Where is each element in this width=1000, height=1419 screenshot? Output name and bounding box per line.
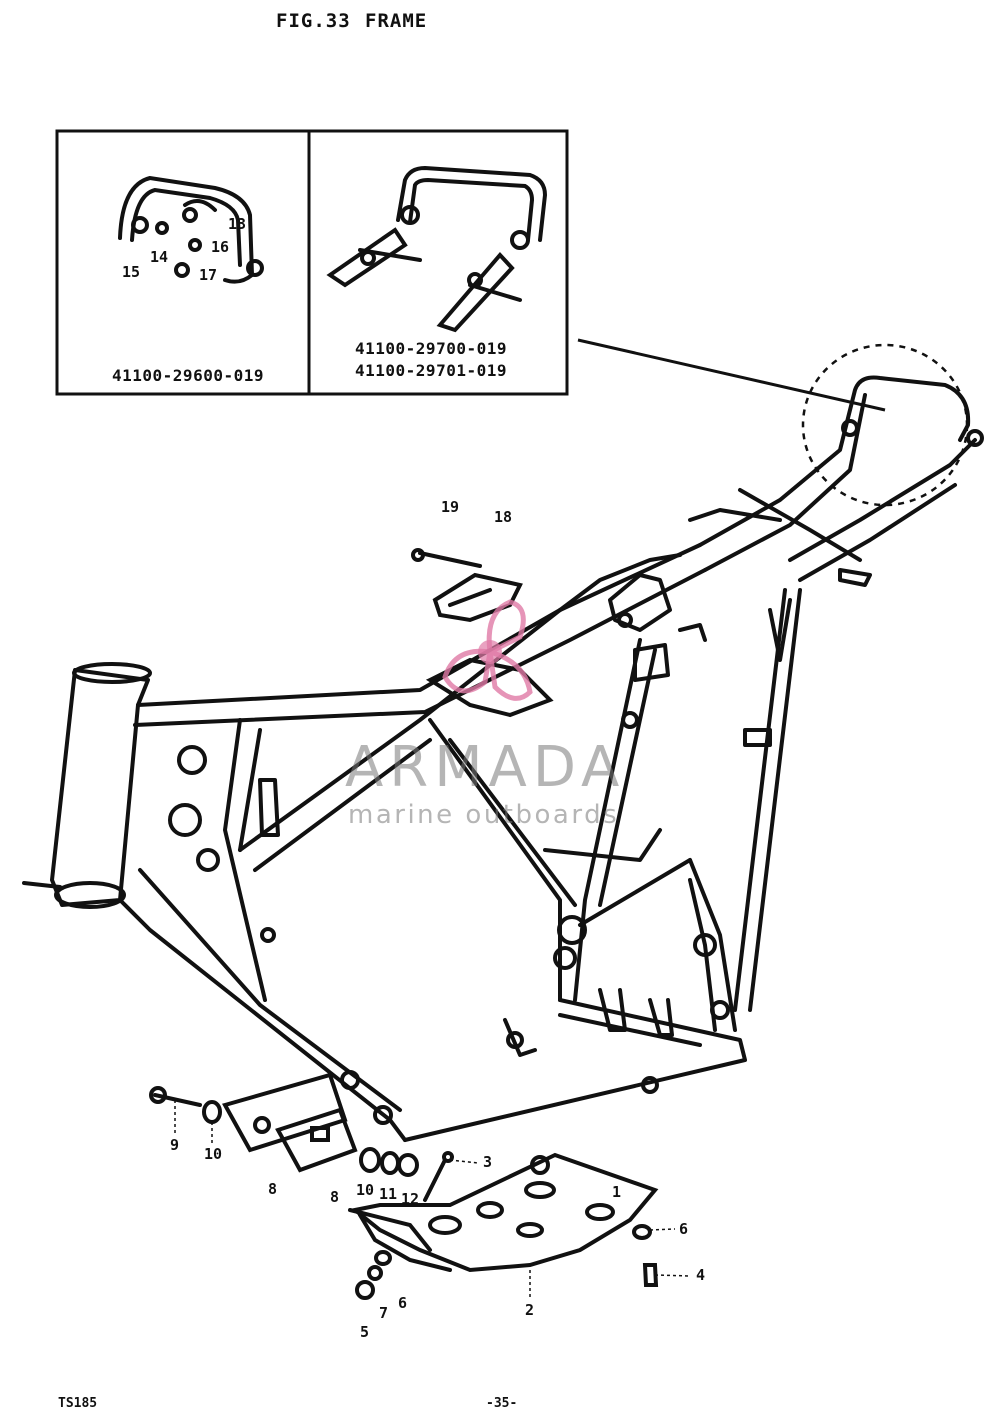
callout-6-left: 6 [398,1294,408,1312]
upper-parts [411,548,554,718]
callout-12: 12 [401,1190,420,1208]
inset-right-part-number-2: 41100-29701-019 [355,361,507,380]
watermark-subtitle: marine outboards [348,800,620,830]
callout-8-left: 8 [268,1180,278,1198]
callout-7: 7 [379,1304,389,1322]
figure-title: FRAME [365,10,428,32]
watermark-title: ARMADA [345,735,626,800]
callout-8-right: 8 [330,1188,340,1206]
figure-number: FIG.33 [276,10,351,32]
inset-right-part-number-1: 41100-29700-019 [355,339,507,358]
callout-19: 19 [441,498,460,516]
callout-10-left: 10 [204,1145,223,1163]
inset-left-bracket [118,175,264,284]
callout-5: 5 [360,1323,370,1341]
callout-6-right: 6 [679,1220,689,1238]
inset-left-part-number: 41100-29600-019 [112,366,264,385]
leader-to-frame [577,338,886,412]
callout-14: 14 [150,248,169,266]
callout-9: 9 [170,1136,180,1154]
callout-1: 1 [612,1183,622,1201]
callout-10-right: 10 [356,1181,375,1199]
callout-15: 15 [122,263,141,281]
callout-3: 3 [483,1153,493,1171]
callout-17: 17 [199,266,218,284]
callout-4: 4 [696,1266,706,1284]
watermark-logo [442,599,533,701]
inset-box [55,129,569,396]
callout-11: 11 [379,1185,398,1203]
footer-page-number: -35- [486,1396,518,1411]
callout-13: 13 [228,215,247,233]
callout-18: 18 [494,508,513,526]
detail-circle [801,343,969,507]
inset-right-bracket [326,165,548,333]
footer-model: TS185 [58,1396,98,1411]
callout-2: 2 [525,1301,535,1319]
leader-lines [174,1100,691,1300]
main-frame [22,375,984,1142]
callout-16: 16 [211,238,230,256]
lower-parts [149,1072,659,1300]
